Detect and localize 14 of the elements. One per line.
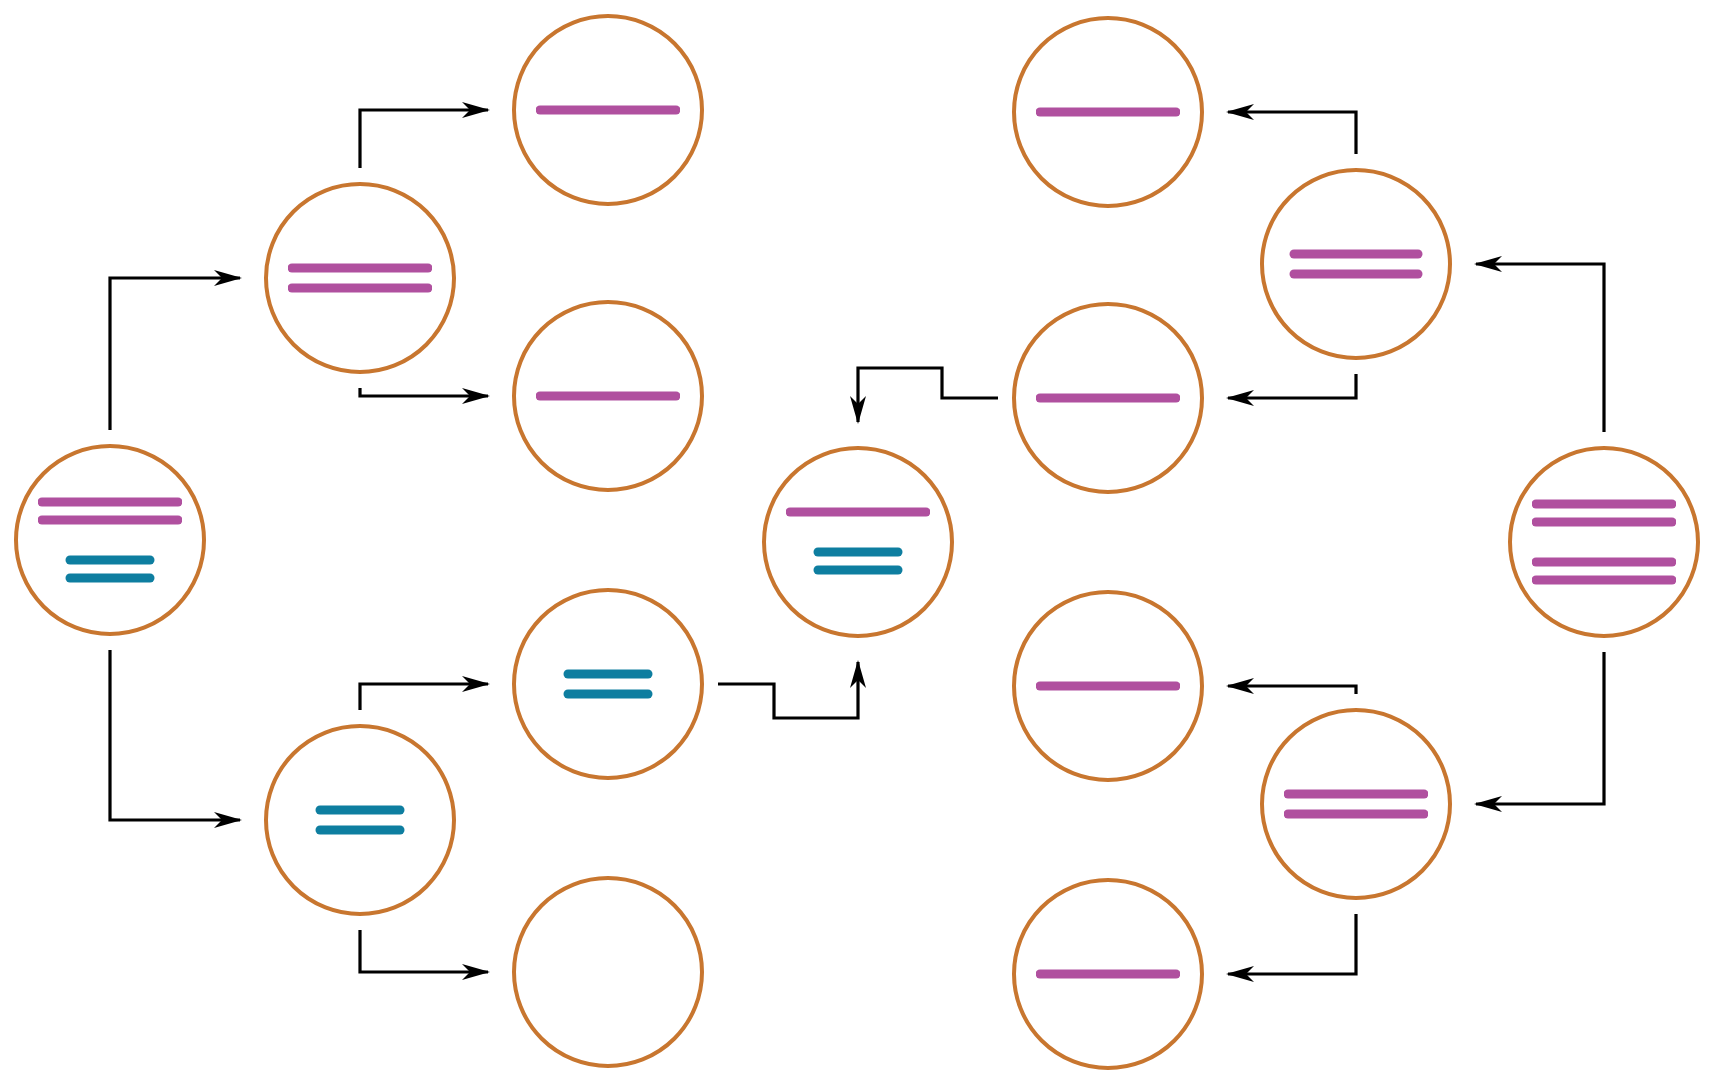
arrow [108, 650, 242, 828]
arrow [850, 366, 998, 424]
arrow [1226, 374, 1358, 406]
arrow [1474, 652, 1606, 812]
arrow [1226, 678, 1358, 694]
arrow [1474, 256, 1606, 432]
arrow [358, 676, 490, 710]
arrow [358, 102, 490, 168]
arrow [358, 930, 490, 980]
arrow [358, 388, 490, 404]
arrow [1226, 914, 1358, 982]
arrow [718, 660, 866, 720]
arrow [1226, 104, 1358, 154]
arrow [108, 270, 242, 430]
